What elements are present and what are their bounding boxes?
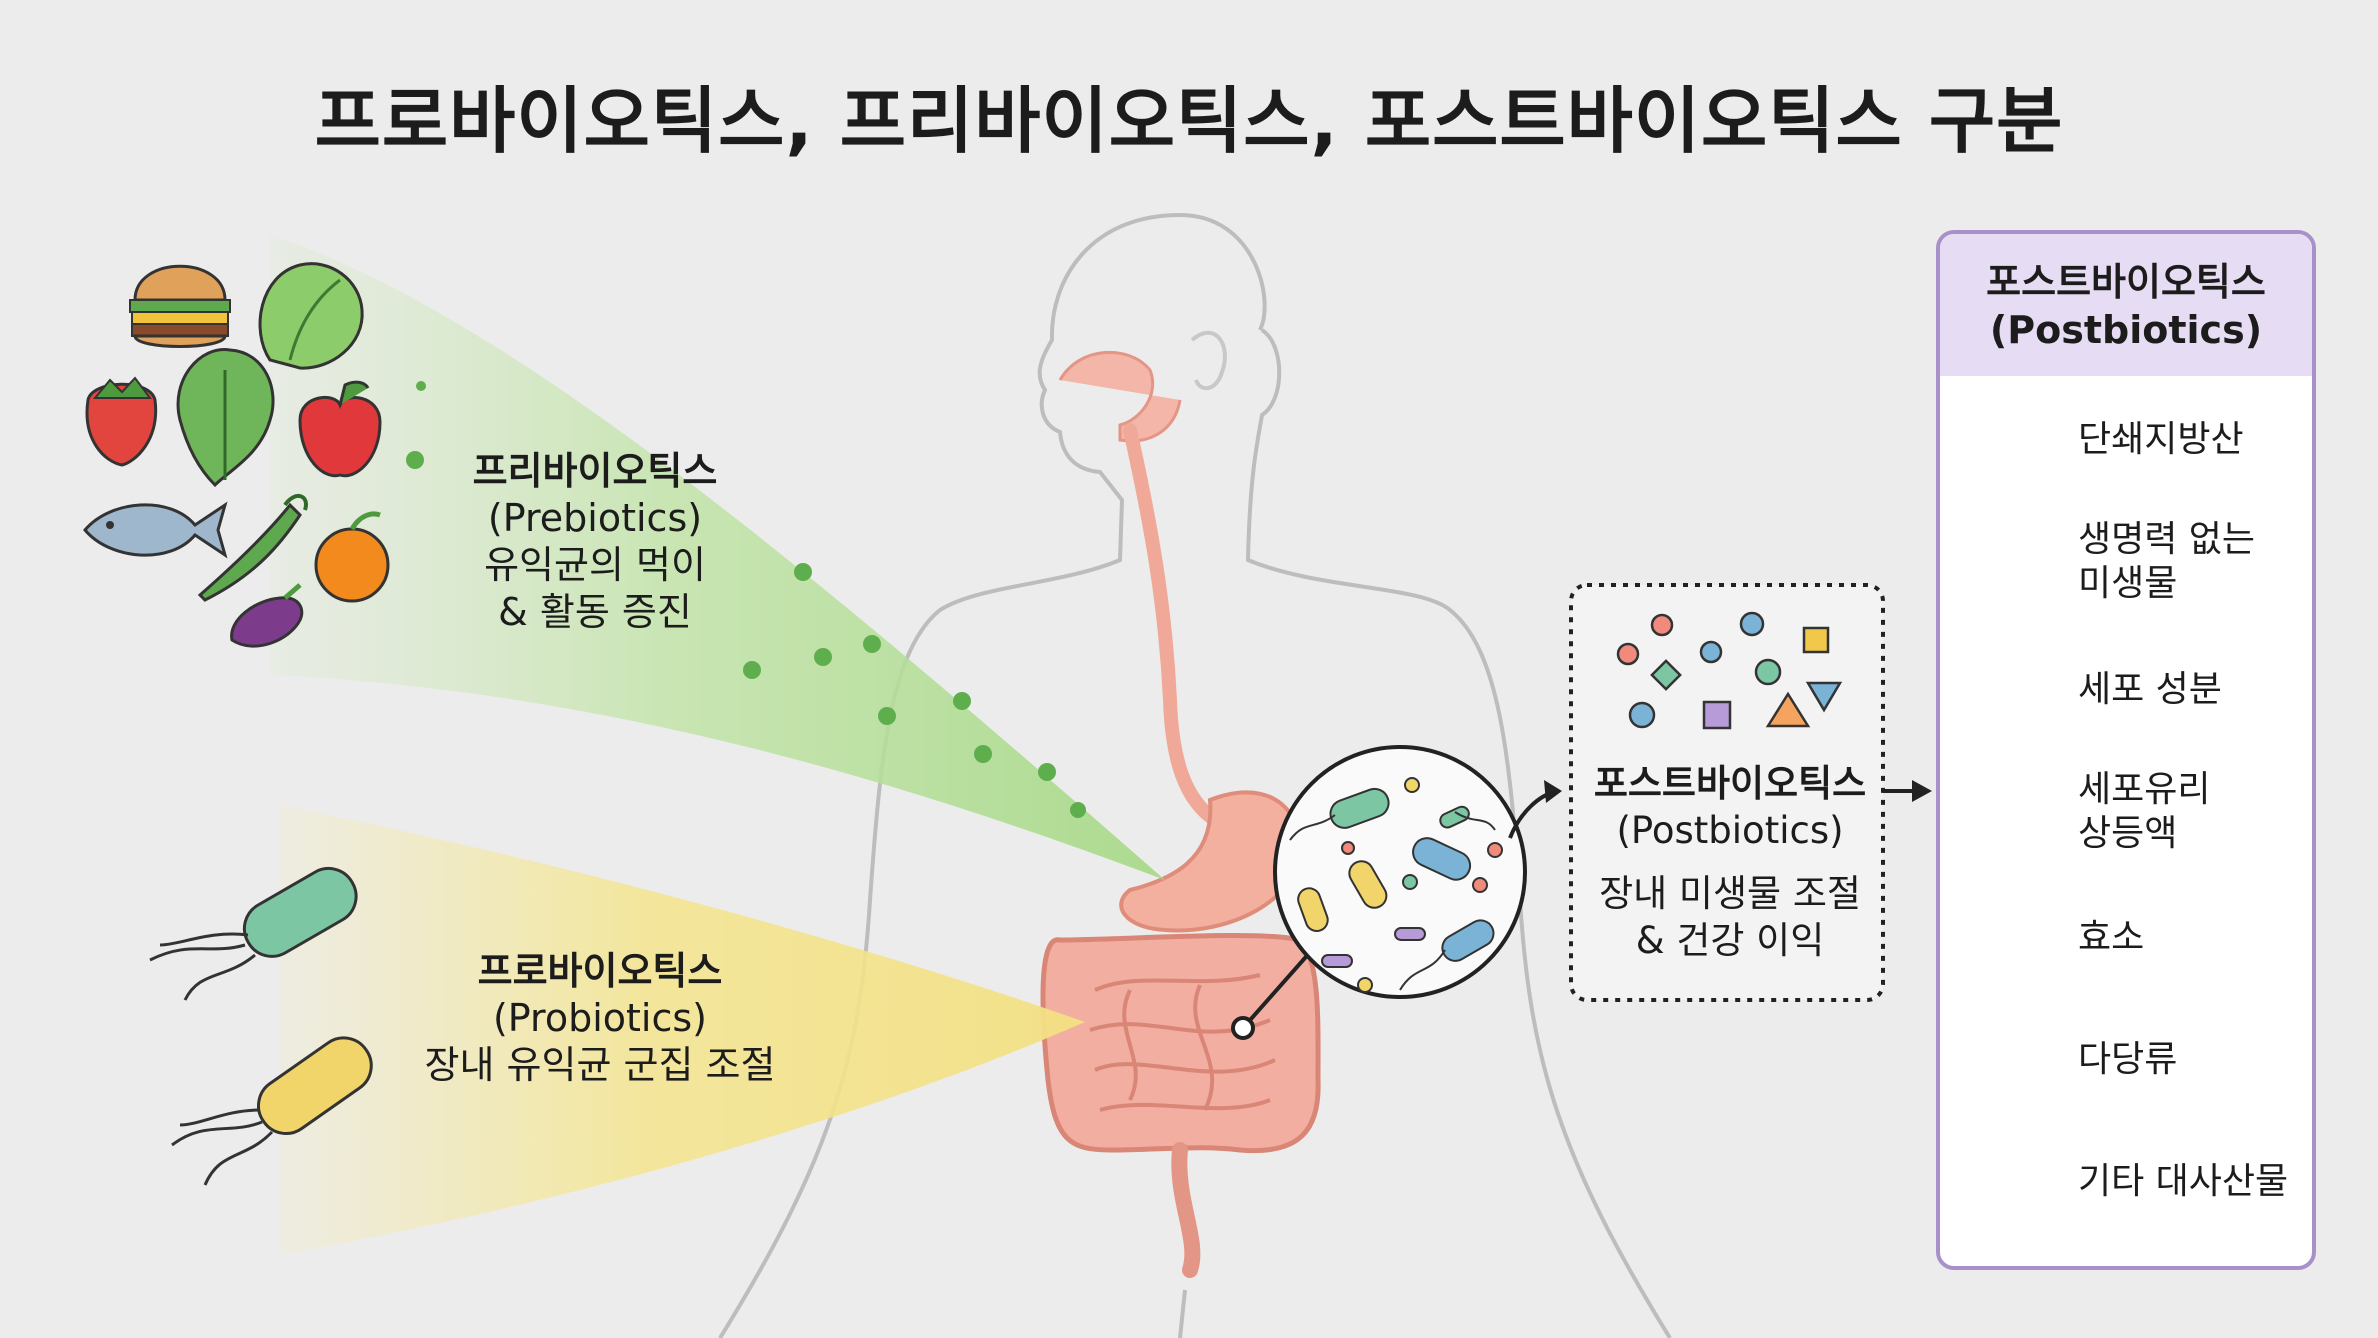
strawberry-icon — [87, 378, 156, 465]
panel-item-scfa: 단쇄지방산 — [1940, 380, 2312, 500]
panel-item-label: 효소 — [2078, 916, 2308, 960]
prebiotics-desc-2: & 활동 증진 — [430, 589, 760, 636]
esophagus — [1130, 430, 1215, 820]
panel-item-enzymes: 효소 — [1940, 878, 2312, 998]
large-intestine — [1043, 936, 1318, 1151]
panel-item-label: 상등액 — [2078, 812, 2308, 856]
postbiotics-panel: 포스트바이오틱스 (Postbiotics) 단쇄지방산 생명력 없는 미생물 … — [1936, 230, 2316, 1270]
leafy-greens-icon — [178, 350, 273, 485]
ear-icon — [1192, 333, 1225, 388]
postbiotics-center-label: 포스트바이오틱스 (Postbiotics) 장내 미생물 조절 & 건강 이익 — [1570, 760, 1890, 964]
probiotics-label: 프로바이오틱스 (Probiotics) 장내 유익균 군집 조절 — [400, 948, 800, 1089]
arrow-head-2 — [1912, 780, 1932, 802]
panel-item-label: 세포 성분 — [2078, 668, 2308, 712]
panel-title-ko: 포스트바이오틱스 — [1940, 258, 2312, 306]
panel-item-cell-components: 세포 성분 — [1940, 630, 2312, 750]
postbiotics-panel-header: 포스트바이오틱스 (Postbiotics) — [1940, 234, 2312, 376]
fish-icon — [85, 505, 225, 555]
magnified-microbiome-icon — [1275, 747, 1525, 997]
rectum — [1179, 1150, 1192, 1270]
panel-item-label: 기타 대사산물 — [2078, 1160, 2308, 1204]
prebiotics-name-en: (Prebiotics) — [430, 495, 760, 542]
postbiotics-center-name-ko: 포스트바이오틱스 — [1570, 760, 1890, 807]
panel-item-metabolites: 기타 대사산물 — [1940, 1122, 2312, 1242]
probiotics-name-en: (Probiotics) — [400, 995, 800, 1042]
burger-icon — [130, 266, 230, 346]
arrow-head-1 — [1544, 780, 1562, 803]
panel-title-en: (Postbiotics) — [1940, 306, 2312, 354]
panel-item-polysaccharides: 다당류 — [1940, 1000, 2312, 1120]
prebiotics-label: 프리바이오틱스 (Prebiotics) 유익균의 먹이 & 활동 증진 — [430, 448, 760, 636]
prebiotics-name-ko: 프리바이오틱스 — [430, 448, 760, 495]
prebiotics-desc-1: 유익균의 먹이 — [430, 542, 760, 589]
panel-item-label: 생명력 없는 — [2078, 518, 2308, 562]
mouth-cavity — [1060, 352, 1180, 441]
postbiotics-center-desc-2: & 건강 이익 — [1570, 917, 1890, 964]
probiotics-desc: 장내 유익균 군집 조절 — [400, 1042, 800, 1089]
magnifier-anchor — [1233, 1018, 1253, 1038]
postbiotics-center-desc-1: 장내 미생물 조절 — [1570, 870, 1890, 917]
panel-item-label: 세포유리 — [2078, 768, 2308, 812]
probiotics-name-ko: 프로바이오틱스 — [400, 948, 800, 995]
panel-item-label: 미생물 — [2078, 562, 2308, 606]
postbiotics-center-name-en: (Postbiotics) — [1570, 807, 1890, 854]
panel-item-label: 단쇄지방산 — [2078, 418, 2308, 462]
panel-item-label: 다당류 — [2078, 1038, 2308, 1082]
stomach — [1121, 792, 1300, 930]
panel-item-inactive-microbes: 생명력 없는 미생물 — [1940, 502, 2312, 622]
panel-item-supernatant: 세포유리 상등액 — [1940, 752, 2312, 872]
